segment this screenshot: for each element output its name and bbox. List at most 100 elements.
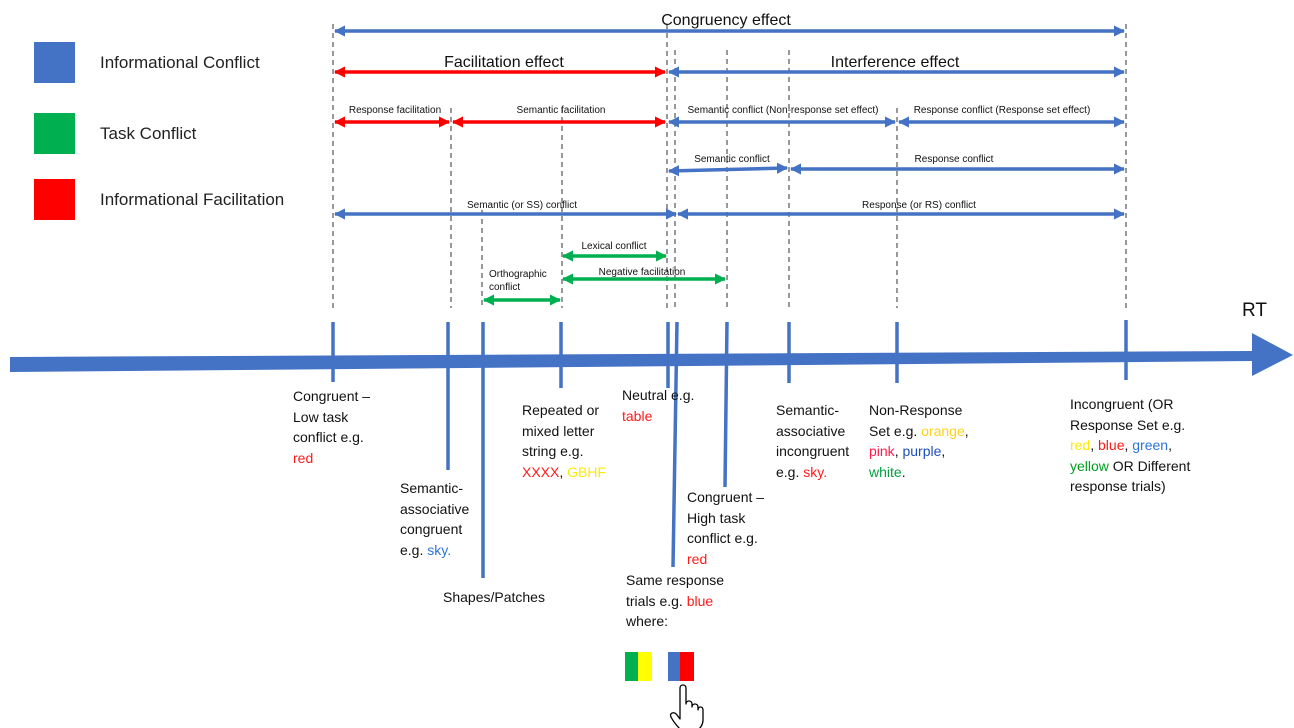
condition-same-response-eg: trials e.g.: [626, 592, 687, 609]
condition-incongruent-l2: Response Set e.g.: [1070, 416, 1186, 433]
condition-incongruent-comma-1: ,: [1090, 437, 1099, 453]
condition-semantic-congruent-l4: e.g. sky.: [400, 540, 469, 561]
condition-semantic-incongruent-example: sky: [803, 463, 824, 480]
condition-semantic-congruent-end: .: [447, 541, 452, 558]
condition-semantic-congruent-eg: e.g.: [400, 541, 428, 558]
condition-shapes: Shapes/Patches: [443, 587, 545, 608]
condition-same-response-l1: Same response: [626, 572, 725, 588]
condition-congruent-high-l1: Congruent –: [687, 489, 765, 505]
condition-non-response-example-1: orange: [921, 422, 965, 439]
condition-incongruent-tail: OR Different: [1108, 457, 1191, 474]
interference-effect-label: Interference effect: [831, 54, 960, 71]
condition-semantic-incongruent-l2: associative: [776, 422, 846, 439]
condition-same-response-l2: trials e.g. blue: [626, 591, 724, 612]
condition-congruent-low-l3: conflict e.g.: [293, 429, 364, 445]
condition-incongruent-l5: response trials): [1070, 478, 1166, 494]
condition-semantic-congruent: Semantic- associative congruent e.g. sky…: [400, 478, 469, 560]
response-conflict-response-set-label: Response conflict (Response set effect): [914, 105, 1091, 116]
condition-neutral: Neutral e.g. table: [622, 385, 694, 426]
condition-congruent-low-example: red: [293, 449, 314, 466]
legend-swatch-informational-facilitation: [34, 179, 75, 220]
condition-congruent-high-l3: conflict e.g.: [687, 530, 758, 546]
legend-label-informational-facilitation: Informational Facilitation: [100, 190, 285, 209]
condition-repeated: Repeated or mixed letter string e.g. XXX…: [522, 400, 606, 482]
orthographic-conflict-label-line2: conflict: [489, 282, 520, 293]
condition-same-response-l3: where:: [626, 613, 669, 629]
condition-congruent-low: Congruent – Low task conflict e.g. red: [293, 386, 370, 468]
condition-repeated-example-2: GBHF: [567, 463, 607, 480]
condition-non-response-l4: white.: [869, 462, 969, 483]
condition-incongruent-l4: yellow OR Different: [1070, 456, 1190, 477]
condition-non-response-l3: pink, purple,: [869, 441, 969, 462]
condition-repeated-example-1: XXXX: [522, 463, 560, 480]
condition-repeated-l1: Repeated or: [522, 402, 600, 418]
legend-label-task-conflict: Task Conflict: [100, 124, 197, 143]
condition-semantic-incongruent-l1: Semantic-: [776, 402, 840, 418]
semantic-ss-conflict-label: Semantic (or SS) conflict: [467, 200, 577, 211]
condition-non-response-example-4: white: [869, 463, 902, 480]
condition-semantic-incongruent-l3: incongruent: [776, 443, 850, 459]
patch-blue: [668, 652, 680, 681]
condition-congruent-high-example: red: [687, 550, 708, 567]
effect-labels: Congruency effect Facilitation effect In…: [349, 12, 1090, 293]
condition-same-response-example: blue: [686, 592, 714, 609]
condition-repeated-l2: mixed letter: [522, 422, 595, 439]
condition-neutral-example: table: [622, 407, 653, 424]
semantic-conflict-non-response-label: Semantic conflict (Non-response set effe…: [687, 105, 878, 116]
condition-incongruent-example-3: green: [1132, 437, 1169, 453]
condition-non-response: Non-Response Set e.g. orange, pink, purp…: [869, 400, 969, 482]
condition-shapes-l1: Shapes/Patches: [443, 589, 545, 605]
semantic-conflict-label: Semantic conflict: [694, 154, 770, 165]
condition-semantic-incongruent-l4: e.g. sky.: [776, 462, 849, 483]
same-response-patches: [625, 652, 694, 681]
semantic-facilitation-label: Semantic facilitation: [517, 105, 606, 116]
condition-repeated-sep: ,: [559, 463, 568, 480]
response-facilitation-label: Response facilitation: [349, 105, 441, 116]
condition-non-response-comma-2: ,: [894, 443, 903, 459]
patch-green: [625, 652, 638, 681]
condition-repeated-l4: XXXX, GBHF: [522, 462, 606, 483]
rt-axis-label: RT: [1242, 300, 1267, 321]
condition-non-response-end: .: [901, 463, 906, 480]
condition-incongruent-comma-2: ,: [1124, 437, 1133, 453]
tick-same-response: [671, 321, 679, 568]
condition-non-response-l1: Non-Response: [869, 402, 963, 418]
condition-semantic-congruent-example: sky: [427, 541, 448, 558]
condition-non-response-comma-3: ,: [941, 443, 946, 459]
condition-incongruent: Incongruent (OR Response Set e.g. red, b…: [1070, 394, 1190, 497]
condition-incongruent-example-1: red: [1070, 437, 1091, 453]
congruency-effect-label: Congruency effect: [661, 12, 791, 29]
condition-same-response: Same response trials e.g. blue where:: [626, 570, 724, 632]
legend-swatch-task-conflict: [34, 113, 75, 154]
condition-semantic-incongruent-end: .: [823, 463, 828, 480]
negative-facilitation-label: Negative facilitation: [599, 267, 686, 278]
condition-incongruent-l3: red, blue, green,: [1070, 435, 1190, 456]
orthographic-conflict-label: Orthographic: [489, 269, 547, 280]
condition-semantic-incongruent: Semantic- associative incongruent e.g. s…: [776, 400, 849, 482]
condition-incongruent-comma-3: ,: [1168, 437, 1172, 453]
condition-neutral-l1: Neutral e.g.: [622, 387, 695, 403]
condition-non-response-example-3: purple: [902, 443, 942, 459]
condition-non-response-example-2: pink: [869, 443, 895, 459]
condition-congruent-low-l2: Low task: [293, 408, 349, 425]
condition-semantic-congruent-l1: Semantic-: [400, 480, 464, 496]
semantic-conflict-arrow: [667, 162, 789, 177]
hand-pointer-icon: [669, 684, 704, 728]
condition-congruent-high: Congruent – High task conflict e.g. red: [687, 487, 764, 569]
legend-label-informational-conflict: Informational Conflict: [100, 53, 260, 72]
condition-repeated-l3: string e.g.: [522, 443, 584, 459]
facilitation-effect-label: Facilitation effect: [444, 54, 564, 71]
condition-non-response-eg: Set e.g.: [869, 422, 922, 439]
response-conflict-label: Response conflict: [915, 154, 994, 165]
rt-axis-arrow: [10, 333, 1293, 376]
lexical-conflict-label: Lexical conflict: [581, 241, 646, 252]
condition-incongruent-l1: Incongruent (OR: [1070, 396, 1174, 412]
condition-non-response-comma-1: ,: [964, 422, 969, 439]
patch-red: [680, 652, 694, 681]
condition-semantic-congruent-l3: congruent: [400, 521, 463, 537]
effect-arrows: [333, 25, 1126, 306]
condition-incongruent-example-2: blue: [1098, 437, 1125, 453]
patch-yellow: [638, 652, 652, 681]
condition-ticks: [331, 320, 1128, 578]
